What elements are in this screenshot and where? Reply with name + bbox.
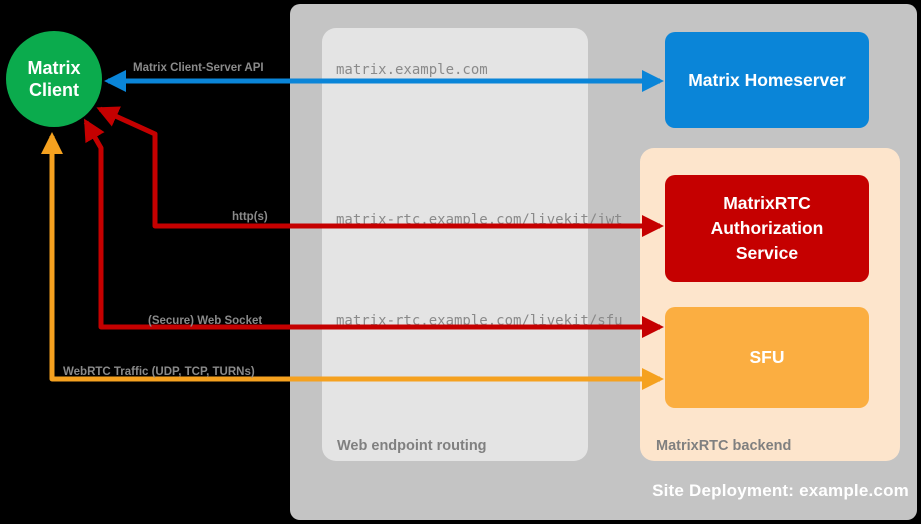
- auth-service-line3: Service: [735, 243, 799, 263]
- node-sfu[interactable]: SFU: [665, 307, 869, 408]
- sfu-label: SFU: [749, 347, 785, 367]
- site-deployment-label: Site Deployment: example.com: [652, 481, 909, 500]
- endpoint-url-matrix: matrix.example.com: [336, 62, 488, 78]
- matrix-client-line1: Matrix: [27, 58, 81, 78]
- auth-service-line2: Authorization: [710, 218, 824, 238]
- matrixrtc-backend-label: MatrixRTC backend: [656, 438, 792, 454]
- homeserver-label: Matrix Homeserver: [688, 69, 846, 90]
- flow-label-https: http(s): [232, 211, 268, 223]
- endpoint-url-livekit-sfu: matrix-rtc.example.com/livekit/sfu: [336, 313, 623, 329]
- flow-label-websocket: (Secure) Web Socket: [148, 315, 263, 327]
- node-matrixrtc-authorization-service[interactable]: MatrixRTC Authorization Service: [665, 175, 869, 282]
- matrix-client-line2: Client: [28, 80, 79, 100]
- endpoint-url-livekit-jwt: matrix-rtc.example.com/livekit/jwt: [336, 212, 623, 228]
- node-matrix-homeserver[interactable]: Matrix Homeserver: [665, 32, 869, 128]
- auth-service-line1: MatrixRTC: [723, 193, 811, 213]
- flow-label-webrtc: WebRTC Traffic (UDP, TCP, TURNs): [63, 366, 255, 378]
- web-endpoint-routing-panel: [322, 28, 588, 461]
- node-matrix-client[interactable]: Matrix Client: [6, 31, 102, 127]
- web-endpoint-routing-label: Web endpoint routing: [337, 438, 487, 454]
- flow-label-cs-api: Matrix Client-Server API: [133, 62, 264, 74]
